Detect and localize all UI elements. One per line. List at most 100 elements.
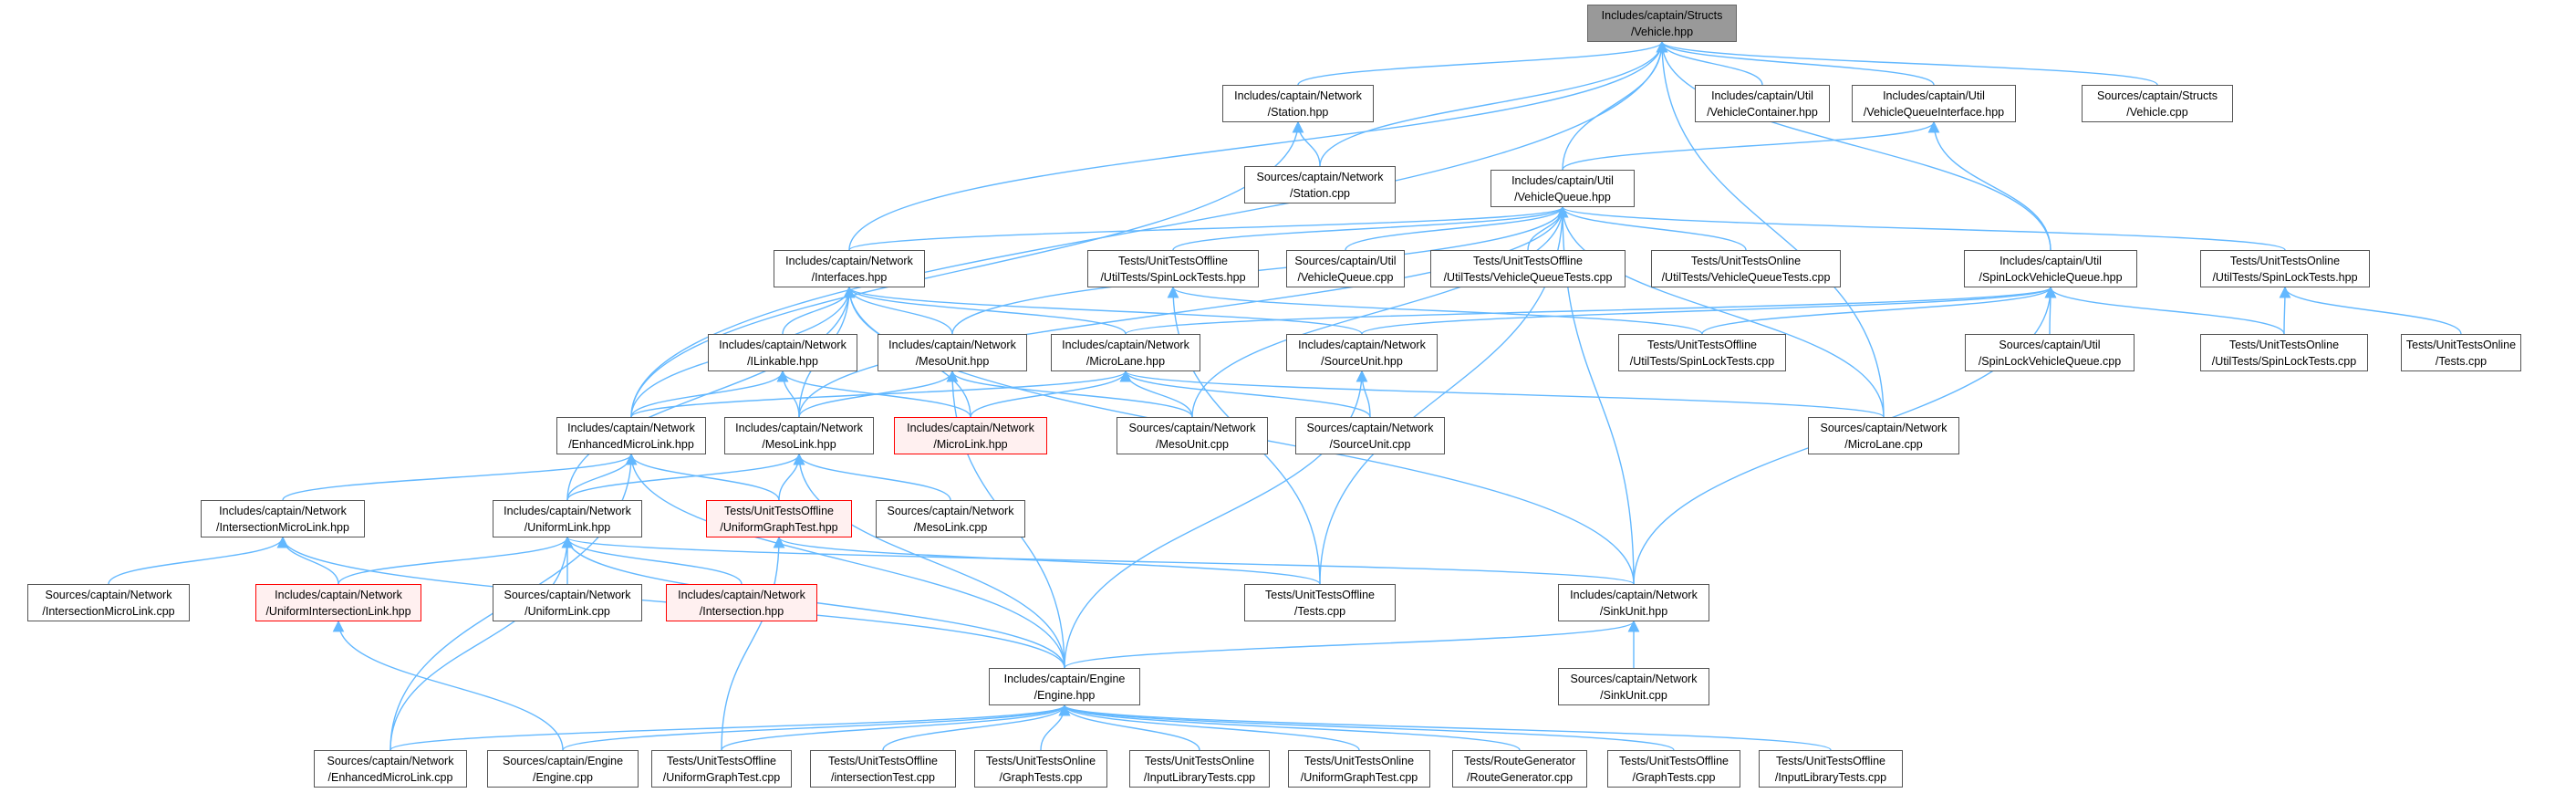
file-node-offline-vehiclequeuetests-cpp[interactable]: Tests/UnitTestsOffline/UtilTests/Vehicle…	[1430, 250, 1626, 287]
file-node-online-inputlibrarytests-cpp[interactable]: Tests/UnitTestsOnline/InputLibraryTests.…	[1129, 750, 1270, 788]
file-node-filename: /UtilTests/VehicleQueueTests.cpp	[1443, 271, 1613, 284]
dependency-edge	[1562, 40, 1668, 171]
file-node-filename: /UtilTests/SpinLockTests.hpp	[1100, 271, 1246, 284]
file-node-sinkunit-hpp[interactable]: Includes/captain/Network/SinkUnit.hpp	[1558, 584, 1709, 621]
file-node-offline-inputlibrarytests-cpp[interactable]: Tests/UnitTestsOffline/InputLibraryTests…	[1759, 750, 1903, 788]
dependency-edge	[1656, 40, 1885, 418]
file-node-station-cpp[interactable]: Sources/captain/Network/Station.cpp	[1244, 166, 1396, 203]
dependency-edge	[566, 453, 805, 501]
file-node-mesolink-cpp[interactable]: Sources/captain/Network/MesoLink.cpp	[876, 500, 1025, 537]
file-node-vehiclecontainer-hpp[interactable]: Includes/captain/Util/VehicleContainer.h…	[1695, 85, 1830, 122]
file-node-uniformintersectionlink-hpp[interactable]: Includes/captain/Network/UniformIntersec…	[255, 584, 421, 621]
file-node-path: Includes/captain/Network	[907, 422, 1034, 434]
file-node-vehiclequeue-hpp[interactable]: Includes/captain/Util/VehicleQueue.hpp	[1491, 170, 1635, 207]
file-node-spinlockvehiclequeue-cpp[interactable]: Sources/captain/Util/SpinLockVehicleQueu…	[1965, 334, 2135, 371]
file-node-path: Includes/captain/Network	[1234, 89, 1362, 102]
file-node-uniformlink-hpp[interactable]: Includes/captain/Network/UniformLink.hpp	[493, 500, 642, 537]
file-node-uniformlink-cpp[interactable]: Sources/captain/Network/UniformLink.cpp	[493, 584, 642, 621]
file-node-microlane-cpp[interactable]: Sources/captain/Network/MicroLane.cpp	[1808, 417, 1959, 454]
file-node-path: Sources/captain/Util	[1999, 339, 2101, 351]
file-node-filename: /UniformLink.hpp	[524, 521, 611, 534]
dependency-edge	[1120, 370, 1885, 418]
file-node-microlink-hpp[interactable]: Includes/captain/Network/MicroLink.hpp	[894, 417, 1047, 454]
dependency-edge	[1361, 286, 2056, 335]
file-node-enhancedmicrolink-cpp[interactable]: Sources/captain/Network/EnhancedMicroLin…	[314, 750, 467, 788]
file-node-filename: /Tests.cpp	[1293, 605, 1346, 618]
file-node-filename: /MicroLink.hpp	[933, 438, 1008, 451]
file-node-online-spinlocktests-hpp[interactable]: Tests/UnitTestsOnline/UtilTests/SpinLock…	[2200, 250, 2370, 287]
file-node-routegenerator-cpp[interactable]: Tests/RouteGenerator/RouteGenerator.cpp	[1452, 750, 1587, 788]
file-node-filename: /UtilTests/VehicleQueueTests.cpp	[1661, 271, 1831, 284]
dependency-edge	[721, 536, 785, 751]
file-node-path: Sources/captain/Network	[327, 755, 454, 767]
file-node-mesounit-cpp[interactable]: Sources/captain/Network/MesoUnit.cpp	[1117, 417, 1268, 454]
file-node-sourceunit-cpp[interactable]: Sources/captain/Network/SourceUnit.cpp	[1295, 417, 1445, 454]
file-node-path: Includes/captain/Network	[504, 505, 631, 517]
file-node-online-graphtests-cpp[interactable]: Tests/UnitTestsOnline/GraphTests.cpp	[974, 750, 1107, 788]
file-node-sinkunit-cpp[interactable]: Sources/captain/Network/SinkUnit.cpp	[1558, 668, 1709, 705]
file-node-path: Tests/UnitTestsOnline	[2405, 339, 2517, 351]
file-node-filename: /Engine.cpp	[532, 771, 594, 784]
file-node-intersectionmicrolink-cpp[interactable]: Sources/captain/Network/IntersectionMicr…	[27, 584, 190, 621]
file-node-station-hpp[interactable]: Includes/captain/Network/Station.hpp	[1222, 85, 1374, 122]
file-node-filename: /GraphTests.cpp	[1632, 771, 1716, 784]
file-node-vehiclequeue-cpp[interactable]: Sources/captain/Util/VehicleQueue.cpp	[1286, 250, 1405, 287]
file-node-filename: /Station.hpp	[1267, 106, 1329, 119]
file-node-online-uniformgraphtest-cpp[interactable]: Tests/UnitTestsOnline/UniformGraphTest.c…	[1288, 750, 1430, 788]
dependency-edge	[276, 536, 339, 585]
file-node-path: Tests/UnitTestsOffline	[724, 505, 834, 517]
dependency-edge	[793, 453, 951, 501]
dependency-edge	[1557, 205, 2286, 251]
file-node-vehiclequeueinterface-hpp[interactable]: Includes/captain/Util/VehicleQueueInterf…	[1852, 85, 2016, 122]
file-node-path: Tests/UnitTestsOffline	[1265, 589, 1375, 601]
file-node-mesounit-hpp[interactable]: Includes/captain/Network/MesoUnit.hpp	[878, 334, 1027, 371]
dependency-edge	[1356, 370, 1371, 418]
dependency-edge	[946, 370, 1193, 418]
file-node-filename: /MesoLink.cpp	[913, 521, 988, 534]
file-node-path: Includes/captain/Network	[567, 422, 695, 434]
file-node-offline-spinlocktests-hpp[interactable]: Tests/UnitTestsOffline/UtilTests/SpinLoc…	[1087, 250, 1259, 287]
file-node-path: Includes/captain/Network	[888, 339, 1016, 351]
file-node-filename: /Station.cpp	[1289, 187, 1350, 200]
file-node-engine-cpp[interactable]: Sources/captain/Engine/Engine.cpp	[487, 750, 639, 788]
file-node-path: Includes/captain/Util	[2000, 255, 2102, 267]
file-node-enhancedmicrolink-hpp[interactable]: Includes/captain/Network/EnhancedMicroLi…	[556, 417, 706, 454]
file-node-mesolink-hpp[interactable]: Includes/captain/Network/MesoLink.hpp	[724, 417, 874, 454]
file-node-offline-spinlocktests-cpp[interactable]: Tests/UnitTestsOffline/UtilTests/SpinLoc…	[1618, 334, 1786, 371]
file-node-intersectionmicrolink-hpp[interactable]: Includes/captain/Network/IntersectionMic…	[201, 500, 365, 537]
file-node-offline-intersectiontest-cpp[interactable]: Tests/UnitTestsOffline/intersectionTest.…	[810, 750, 956, 788]
file-node-path: Tests/UnitTestsOffline	[1776, 755, 1885, 767]
dependency-edge	[1064, 370, 1368, 669]
file-node-filename: /IntersectionMicroLink.hpp	[216, 521, 349, 534]
dependency-edge	[882, 704, 1071, 751]
file-node-path: Tests/UnitTestsOnline	[1144, 755, 1255, 767]
file-node-online-spinlocktests-cpp[interactable]: Tests/UnitTestsOnline/UtilTests/SpinLock…	[2200, 334, 2368, 371]
file-node-vehicle-hpp[interactable]: Includes/captain/Structs/Vehicle.hpp	[1587, 5, 1737, 42]
dependency-edge	[1167, 286, 1703, 335]
file-node-spinlockvehiclequeue-hpp[interactable]: Includes/captain/Util/SpinLockVehicleQue…	[1964, 250, 2137, 287]
file-node-offline-tests-cpp[interactable]: Tests/UnitTestsOffline/Tests.cpp	[1244, 584, 1396, 621]
file-node-interfaces-hpp[interactable]: Includes/captain/Network/Interfaces.hpp	[774, 250, 925, 287]
file-node-filename: /Engine.hpp	[1034, 689, 1096, 702]
file-node-ilinkable-hpp[interactable]: Includes/captain/Network/ILinkable.hpp	[708, 334, 857, 371]
file-node-offline-uniformgraphtest-cpp[interactable]: Tests/UnitTestsOffline/UniformGraphTest.…	[651, 750, 792, 788]
file-node-engine-hpp[interactable]: Includes/captain/Engine/Engine.hpp	[989, 668, 1140, 705]
file-node-offline-uniformgraphtest-hpp[interactable]: Tests/UnitTestsOffline/UniformGraphTest.…	[706, 500, 852, 537]
file-node-vehicle-cpp[interactable]: Sources/captain/Structs/Vehicle.cpp	[2082, 85, 2233, 122]
file-node-path: Tests/UnitTestsOffline	[1118, 255, 1228, 267]
dependency-edge	[848, 40, 1668, 251]
file-node-path: Sources/captain/Network	[887, 505, 1014, 517]
dependency-edge	[561, 536, 743, 585]
file-node-microlane-hpp[interactable]: Includes/captain/Network/MicroLane.hpp	[1051, 334, 1200, 371]
file-node-sourceunit-hpp[interactable]: Includes/captain/Network/SourceUnit.hpp	[1286, 334, 1438, 371]
file-node-online-vehiclequeuetests-cpp[interactable]: Tests/UnitTestsOnline/UtilTests/VehicleQ…	[1651, 250, 1841, 287]
file-node-filename: /SourceUnit.hpp	[1321, 355, 1403, 368]
file-node-filename: /ILinkable.hpp	[747, 355, 818, 368]
file-node-offline-graphtests-cpp[interactable]: Tests/UnitTestsOffline/GraphTests.cpp	[1607, 750, 1740, 788]
file-node-intersection-hpp[interactable]: Includes/captain/Network/Intersection.hp…	[666, 584, 817, 621]
file-node-filename: /RouteGenerator.cpp	[1466, 771, 1574, 784]
file-node-path: Includes/captain/Network	[275, 589, 402, 601]
dependency-edge	[843, 286, 1127, 335]
file-node-online-tests-cpp[interactable]: Tests/UnitTestsOnline/Tests.cpp	[2401, 334, 2521, 371]
dependency-edge	[1556, 205, 1885, 418]
